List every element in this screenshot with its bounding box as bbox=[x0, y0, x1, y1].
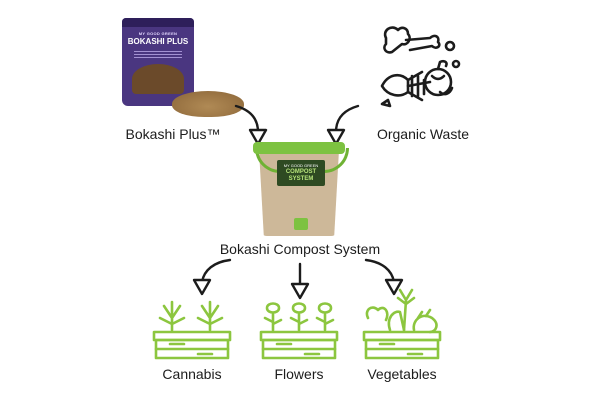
bokashi-plus-bag-image: MY GOOD GREEN BOKASHI PLUS bbox=[122, 18, 194, 106]
bucket-label-panel: MY GOOD GREEN COMPOST SYSTEM bbox=[277, 160, 325, 186]
vegetables-planter-icon bbox=[362, 288, 442, 360]
bag-title-text: BOKASHI PLUS bbox=[127, 37, 189, 46]
bucket-title-text: COMPOST SYSTEM bbox=[285, 169, 317, 182]
bag-window bbox=[132, 64, 184, 94]
vegetables-label: Vegetables bbox=[367, 366, 437, 382]
bokashi-bran-pile bbox=[172, 91, 244, 117]
flowers-label: Flowers bbox=[274, 366, 324, 382]
bucket-tap bbox=[294, 218, 308, 230]
arrow-to-cannabis bbox=[192, 258, 232, 296]
compost-system-label: Bokashi Compost System bbox=[219, 241, 381, 257]
organic-waste-icon bbox=[380, 26, 461, 108]
organic-waste-label: Organic Waste bbox=[376, 126, 470, 142]
arrow-bokashi-to-compost bbox=[234, 104, 268, 146]
bucket-lid bbox=[253, 142, 345, 154]
cannabis-planter-icon bbox=[152, 300, 232, 360]
arrow-to-flowers bbox=[290, 262, 310, 300]
bucket-brand-text: MY GOOD GREEN bbox=[283, 163, 319, 168]
arrow-to-vegetables bbox=[364, 258, 404, 296]
bag-description-lines bbox=[134, 51, 182, 59]
bag-brand-text: MY GOOD GREEN bbox=[138, 31, 178, 36]
arrow-waste-to-compost bbox=[326, 104, 360, 146]
cannabis-label: Cannabis bbox=[162, 366, 222, 382]
bag-seal bbox=[122, 18, 194, 27]
bokashi-plus-label: Bokashi Plus™ bbox=[125, 126, 221, 142]
flowers-planter-icon bbox=[259, 302, 339, 360]
